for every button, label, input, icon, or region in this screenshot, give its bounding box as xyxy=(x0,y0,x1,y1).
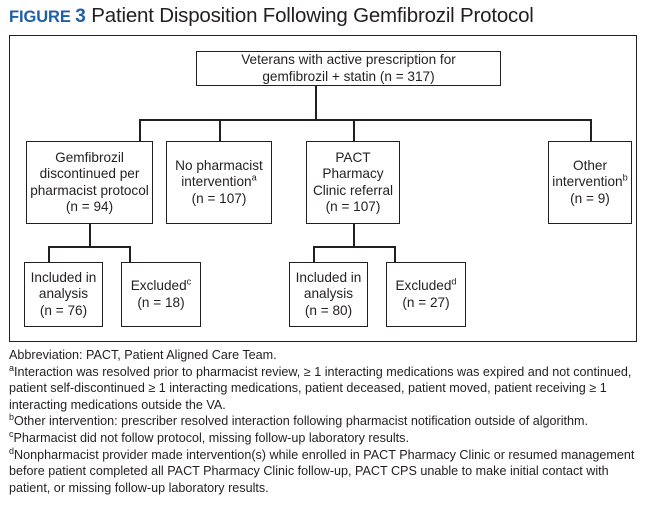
node-gemfibrozil-discontinued[interactable]: Gemfibrozil discontinued per pharmacist … xyxy=(26,141,153,224)
connector-to-included-left xyxy=(48,246,50,262)
figure-title-text: Patient Disposition Following Gemfibrozi… xyxy=(91,4,534,27)
connector-right-bus xyxy=(313,246,395,248)
node-other-line1: Other xyxy=(573,157,607,173)
node-incl-right-line2: analysis xyxy=(303,286,354,302)
node-other-superscript: b xyxy=(622,172,628,183)
connector-row2-bus xyxy=(139,119,591,121)
node-pact-line2: Pharmacy xyxy=(322,166,384,181)
connector-pact-down xyxy=(353,223,355,247)
node-nopharm-line1: No pharmacist xyxy=(175,157,263,173)
footnote-d-marker: d xyxy=(9,445,15,456)
node-nopharm-superscript: a xyxy=(251,172,257,183)
node-incl-left-line1: Included in xyxy=(30,269,97,285)
node-other-line2: intervention xyxy=(552,174,623,190)
footnote-a-marker: a xyxy=(9,362,15,373)
node-included-right[interactable]: Included in analysis (n = 80) xyxy=(289,262,368,327)
node-root-line2: gemfibrozil + statin (n = 317) xyxy=(262,68,435,84)
footnote-b: bOther intervention: prescriber resolved… xyxy=(9,413,643,430)
node-pact-pharmacy-clinic-referral[interactable]: PACT Pharmacy Clinic referral (n = 107) xyxy=(306,141,400,224)
footnote-abbreviation: Abbreviation: PACT, Patient Aligned Care… xyxy=(9,348,277,362)
footnote-c-marker: c xyxy=(9,428,14,439)
node-root-line1: Veterans with active prescription for xyxy=(241,52,456,67)
node-incl-right-line1: Included in xyxy=(295,269,362,285)
node-excl-left-superscript: c xyxy=(186,276,192,287)
footnote-a: aInteraction was resolved prior to pharm… xyxy=(9,362,643,414)
connector-to-excluded-right xyxy=(394,246,396,262)
footnote-d: dNonpharmacist provider made interventio… xyxy=(9,445,643,497)
connector-root-down xyxy=(315,85,317,120)
footnote-a-text: Interaction was resolved prior to pharma… xyxy=(9,364,632,412)
node-incl-left-line2: analysis xyxy=(38,286,89,302)
connector-to-gemfibrozil xyxy=(139,119,141,141)
node-incl-left-line3: (n = 76) xyxy=(39,302,88,318)
footnote-c-text: Pharmacist did not follow protocol, miss… xyxy=(13,430,409,445)
figure-label: FIGURE xyxy=(9,8,71,26)
node-gem-line2: discontinued per xyxy=(39,166,140,181)
node-nopharm-line2: intervention xyxy=(181,174,252,190)
node-gem-line3: pharmacist protocol xyxy=(30,182,149,198)
node-excl-right-superscript: d xyxy=(451,276,457,287)
connector-to-no-intervention xyxy=(219,119,221,141)
node-gem-line4: (n = 94) xyxy=(65,199,114,214)
footnotes: Abbreviation: PACT, Patient Aligned Care… xyxy=(9,347,643,496)
flowchart-frame: Veterans with active prescription for ge… xyxy=(9,35,637,342)
footnote-b-marker: b xyxy=(9,412,15,423)
node-incl-right-line3: (n = 80) xyxy=(304,302,353,318)
node-gem-line1: Gemfibrozil xyxy=(55,149,124,165)
page-title: FIGURE 3 Patient Disposition Following G… xyxy=(9,2,639,32)
footnote-c: cPharmacist did not follow protocol, mis… xyxy=(9,428,643,447)
node-included-left[interactable]: Included in analysis (n = 76) xyxy=(24,262,103,327)
node-excl-left-line1: Excluded xyxy=(130,278,187,293)
footnote-b-text: Other intervention: prescriber resolved … xyxy=(14,414,589,429)
node-root[interactable]: Veterans with active prescription for ge… xyxy=(196,51,501,86)
node-other-line3: (n = 9) xyxy=(570,190,610,206)
node-excl-right-line2: (n = 27) xyxy=(402,294,450,310)
figure-number: 3 xyxy=(75,6,86,27)
node-no-pharmacist-intervention[interactable]: No pharmacist interventiona (n = 107) xyxy=(166,141,272,224)
node-pact-line1: PACT xyxy=(335,149,371,165)
connector-to-excluded-left xyxy=(129,246,131,262)
connector-to-other-intervention xyxy=(590,119,592,141)
node-nopharm-line3: (n = 107) xyxy=(191,190,247,206)
node-pact-line3: Clinic referral xyxy=(312,182,394,198)
node-excl-right-line1: Excluded xyxy=(395,278,452,293)
node-other-intervention[interactable]: Other interventionb (n = 9) xyxy=(548,141,632,224)
node-excl-left-line2: (n = 18) xyxy=(137,294,185,310)
node-excluded-right[interactable]: Excludedd (n = 27) xyxy=(386,262,466,327)
node-pact-line4: (n = 107) xyxy=(325,199,381,214)
node-excluded-left[interactable]: Excludedc (n = 18) xyxy=(121,262,201,327)
connector-to-included-right xyxy=(313,246,315,262)
connector-left-bus xyxy=(48,246,130,248)
connector-to-pact xyxy=(353,119,355,141)
footnote-d-text: Nonpharmacist provider made intervention… xyxy=(9,447,635,495)
connector-gemfibrozil-down xyxy=(89,223,91,247)
